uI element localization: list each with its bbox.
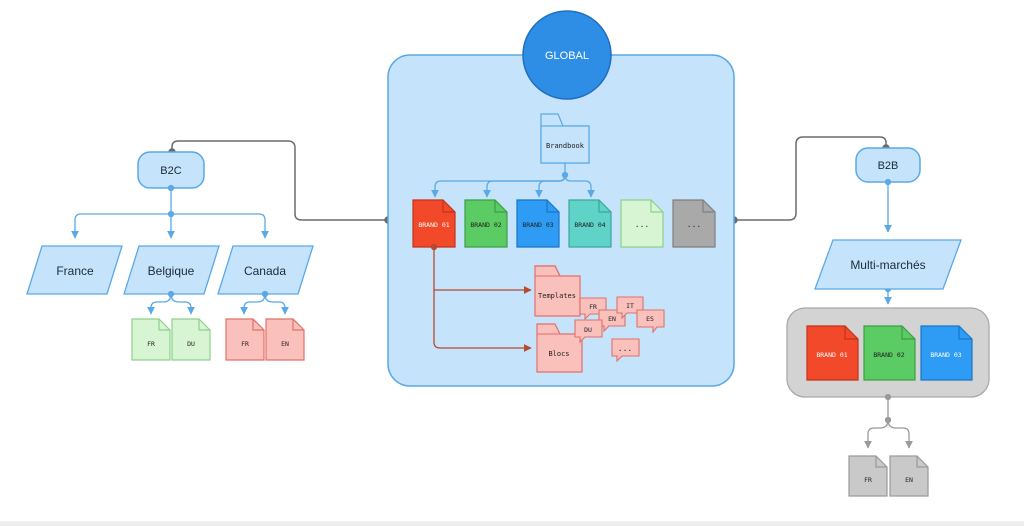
bubble-du-label: DU [584, 326, 592, 334]
brandbook-folder[interactable]: Brandbook [540, 113, 590, 164]
b2b-label: B2B [878, 160, 899, 172]
b2b-brand-03-doc[interactable]: BRAND 03 [920, 325, 973, 381]
b2b-files: FR EN [848, 455, 929, 497]
b2c-label: B2C [160, 165, 181, 177]
global-label: GLOBAL [545, 50, 589, 62]
b2b-file-fr-label: FR [864, 476, 872, 484]
bubble-fr-label: FR [589, 303, 597, 311]
b2c-global-connector [171, 140, 388, 221]
more-doc-gray-label: ... [687, 220, 701, 229]
canada-file-lines [240, 290, 289, 315]
canada-files: FR EN [225, 318, 305, 361]
more-doc-gray[interactable]: ... [672, 199, 716, 248]
brand-01-doc[interactable]: BRAND 01 [412, 199, 456, 248]
templates-label: Templates [538, 292, 576, 300]
canada-file-en[interactable]: EN [265, 318, 305, 361]
brand-02-label: BRAND 02 [470, 221, 501, 229]
brand-03-doc[interactable]: BRAND 03 [516, 199, 560, 248]
b2c-markets: France Belgique Canada [26, 245, 314, 295]
market-belgique[interactable]: Belgique [123, 245, 220, 295]
brand01-to-templates [430, 243, 532, 352]
canada-file-fr-label: FR [241, 340, 249, 348]
global-circle[interactable] [522, 10, 612, 100]
market-multi-label: Multi-marchés [850, 258, 925, 272]
canada-file-en-label: EN [281, 340, 289, 348]
canada-file-fr[interactable]: FR [225, 318, 265, 361]
b2b-file-lines [864, 393, 913, 449]
market-belgique-label: Belgique [148, 264, 195, 278]
brandbook-label: Brandbook [546, 142, 585, 150]
blocs-label: Blocs [548, 350, 569, 358]
belgique-file-du[interactable]: DU [171, 318, 211, 361]
bubble-es-label: ES [646, 315, 654, 323]
b2b-brands: BRAND 01 BRAND 02 BRAND 03 [806, 325, 973, 381]
b2b-file-fr[interactable]: FR [848, 455, 888, 497]
b2c-lines [71, 184, 269, 239]
belgique-files: FR DU [131, 318, 211, 361]
belgique-file-du-label: DU [187, 340, 195, 348]
market-canada[interactable]: Canada [217, 245, 314, 295]
market-france-label: France [56, 264, 94, 278]
market-multi[interactable]: Multi-marchés [814, 239, 962, 290]
center-brands: BRAND 01 BRAND 02 BRAND 03 BRAND 04 ... … [412, 199, 716, 248]
global-b2b-connector [734, 136, 887, 221]
bubble-es[interactable]: ES [636, 309, 665, 334]
more-doc-green[interactable]: ... [620, 199, 664, 248]
market-canada-label: Canada [244, 264, 286, 278]
bubble-du[interactable]: DU [574, 319, 603, 344]
b2b-brand-02-label: BRAND 02 [873, 351, 904, 359]
belgique-file-fr[interactable]: FR [131, 318, 171, 361]
bubble-it-label: IT [626, 302, 634, 310]
b2b-brand-01-label: BRAND 01 [816, 351, 847, 359]
bubble-more[interactable]: ... [611, 338, 640, 363]
brandbook-lines [431, 163, 595, 198]
belgique-file-lines [147, 290, 195, 315]
bottom-scrollbar-track [0, 521, 1024, 526]
brand-03-label: BRAND 03 [522, 221, 553, 229]
bubble-en-label: EN [608, 315, 616, 323]
brand-04-doc[interactable]: BRAND 04 [568, 199, 612, 248]
brand-02-doc[interactable]: BRAND 02 [464, 199, 508, 248]
more-doc-green-label: ... [635, 220, 649, 229]
b2b-file-en-label: EN [905, 476, 913, 484]
language-bubbles: FR EN IT ES DU ... [574, 296, 665, 363]
brand-01-label: BRAND 01 [418, 221, 449, 229]
market-france[interactable]: France [26, 245, 123, 295]
b2b-brand-02-doc[interactable]: BRAND 02 [863, 325, 916, 381]
b2b-brand-03-label: BRAND 03 [930, 351, 961, 359]
belgique-file-fr-label: FR [147, 340, 155, 348]
brand-04-label: BRAND 04 [574, 221, 605, 229]
b2b-file-en[interactable]: EN [889, 455, 929, 497]
bubble-more-label: ... [618, 344, 632, 353]
templates-folder[interactable]: Templates [534, 265, 581, 317]
b2b-brand-01-doc[interactable]: BRAND 01 [806, 325, 859, 381]
